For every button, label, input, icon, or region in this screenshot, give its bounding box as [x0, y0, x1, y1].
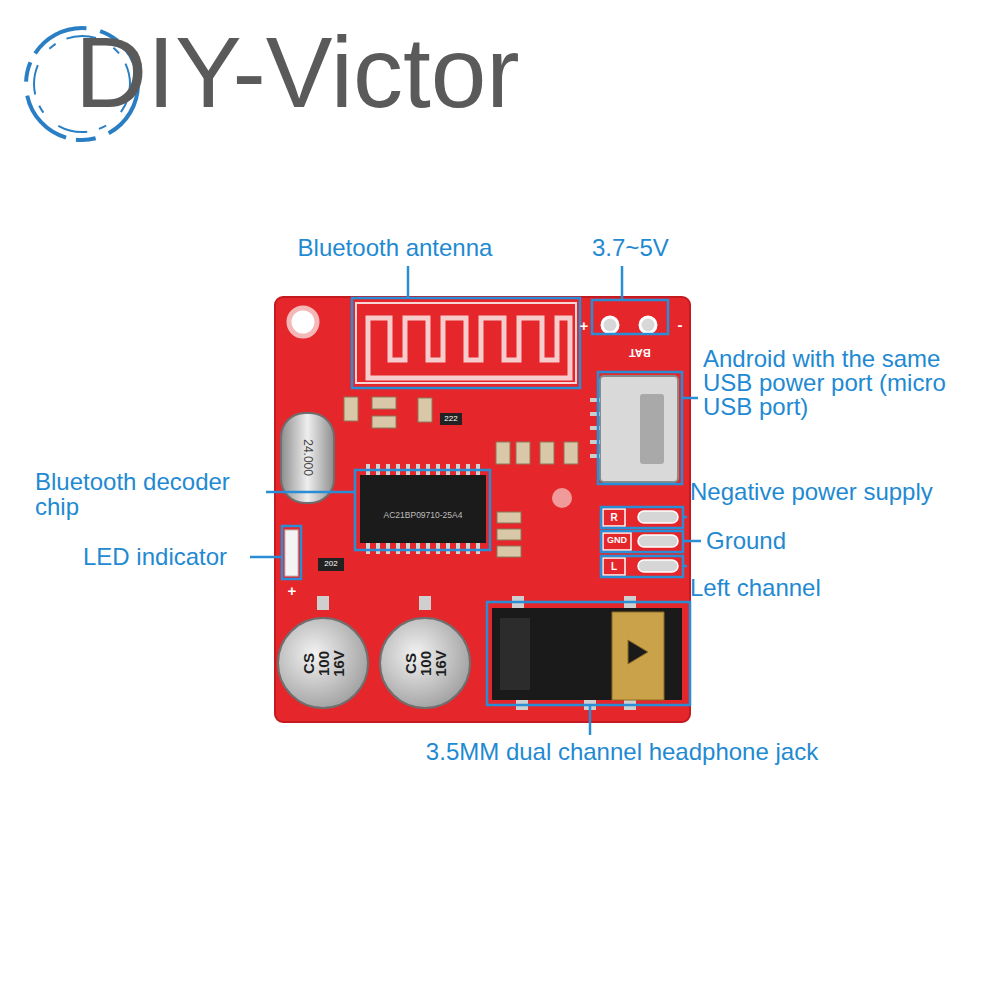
callout-box	[352, 298, 580, 388]
capacitor-leg	[317, 596, 329, 610]
smd-part	[540, 442, 554, 464]
chip-pin	[426, 543, 430, 554]
callout-box	[592, 300, 668, 334]
capacitor-marking: CS 100 16V	[403, 643, 448, 683]
callout-label: Left channel	[690, 575, 821, 601]
silkscreen-box	[603, 533, 631, 550]
capacitor	[380, 618, 470, 708]
resistor-marking: 222	[444, 415, 457, 424]
smd-part	[497, 512, 521, 523]
capacitor	[278, 618, 368, 708]
capacitor-marking: CS 100 16V	[301, 643, 346, 683]
logo-text: DIY-Victor	[75, 22, 520, 122]
solder-pad	[602, 317, 618, 333]
led	[285, 530, 298, 576]
resistor	[318, 558, 344, 571]
callout-label: Ground	[706, 528, 786, 554]
chip-pin	[466, 543, 470, 554]
silkscreen-text: +	[580, 318, 589, 335]
pin-label: GND	[607, 536, 627, 546]
micro-usb-port	[600, 376, 678, 482]
chip-marking: AC21BP09710-25A4	[384, 511, 463, 520]
leader-line	[250, 556, 282, 559]
leader-line	[682, 397, 698, 400]
chip-pin	[386, 543, 390, 554]
jack-contact	[612, 612, 664, 700]
smd-part	[516, 442, 530, 464]
mounting-hole	[289, 308, 317, 336]
leader-line	[683, 516, 687, 519]
crystal	[281, 413, 334, 503]
callout-box	[282, 526, 301, 579]
chip-pin	[476, 543, 480, 554]
via-hole	[552, 488, 572, 508]
callout-box	[601, 531, 683, 552]
resistor	[440, 413, 462, 425]
callout-label: LED indicator	[83, 544, 227, 570]
silkscreen-text: +	[288, 583, 297, 600]
callout-label: Bluetooth decoder chip	[35, 469, 275, 519]
callout-box	[598, 372, 682, 484]
pin-label: R	[610, 512, 617, 523]
antenna-trace	[368, 318, 570, 378]
chip-pin	[396, 543, 400, 554]
leader-line	[683, 565, 687, 568]
smd-part	[564, 442, 578, 464]
smd-part	[497, 529, 521, 540]
silkscreen-text: BAT	[629, 347, 651, 359]
headphone-jack	[492, 608, 682, 700]
jack-opening	[500, 618, 530, 690]
leader-line	[589, 705, 592, 735]
chip-pin	[376, 543, 380, 554]
antenna-outline	[356, 303, 576, 383]
callout-box	[601, 507, 683, 528]
callout-label: Negative power supply	[690, 479, 933, 505]
leader-line	[683, 540, 701, 543]
leader-line	[621, 266, 624, 300]
capacitor-leg	[419, 596, 431, 610]
silkscreen-box	[603, 509, 625, 526]
smd-part	[418, 398, 432, 422]
callout-label: 3.7~5V	[592, 235, 669, 261]
chip-pin	[406, 543, 410, 554]
silkscreen-text: -	[678, 317, 683, 334]
smd-part	[372, 416, 396, 428]
chip-pin	[436, 543, 440, 554]
solder-pad	[640, 317, 656, 333]
leader-line	[407, 266, 410, 298]
callouts	[250, 266, 701, 735]
crystal-marking: 24.000	[300, 440, 313, 477]
smd-part	[372, 397, 396, 409]
smd-part	[497, 546, 521, 557]
smd-part	[496, 442, 510, 464]
solder-pad	[638, 535, 678, 547]
silkscreen-box	[603, 558, 625, 575]
callout-label: 3.5MM dual channel headphone jack	[426, 739, 818, 765]
decoder-chip	[360, 475, 486, 543]
usb-opening	[640, 394, 664, 464]
pin-label: L	[611, 561, 617, 572]
smd-part	[344, 397, 358, 421]
callout-label: Android with the same USB power port (mi…	[703, 347, 988, 419]
chip-pin	[446, 543, 450, 554]
pcb-board	[275, 297, 690, 722]
chip-pin	[416, 543, 420, 554]
callout-box	[487, 602, 690, 705]
callout-label: Bluetooth antenna	[298, 235, 493, 261]
resistor-marking: 202	[324, 560, 337, 569]
callout-box	[355, 470, 490, 550]
leader-line	[266, 491, 355, 494]
callout-box	[601, 556, 683, 577]
solder-pad	[638, 560, 678, 572]
solder-pad	[638, 511, 678, 523]
chip-pin	[456, 543, 460, 554]
chip-pin	[366, 543, 370, 554]
